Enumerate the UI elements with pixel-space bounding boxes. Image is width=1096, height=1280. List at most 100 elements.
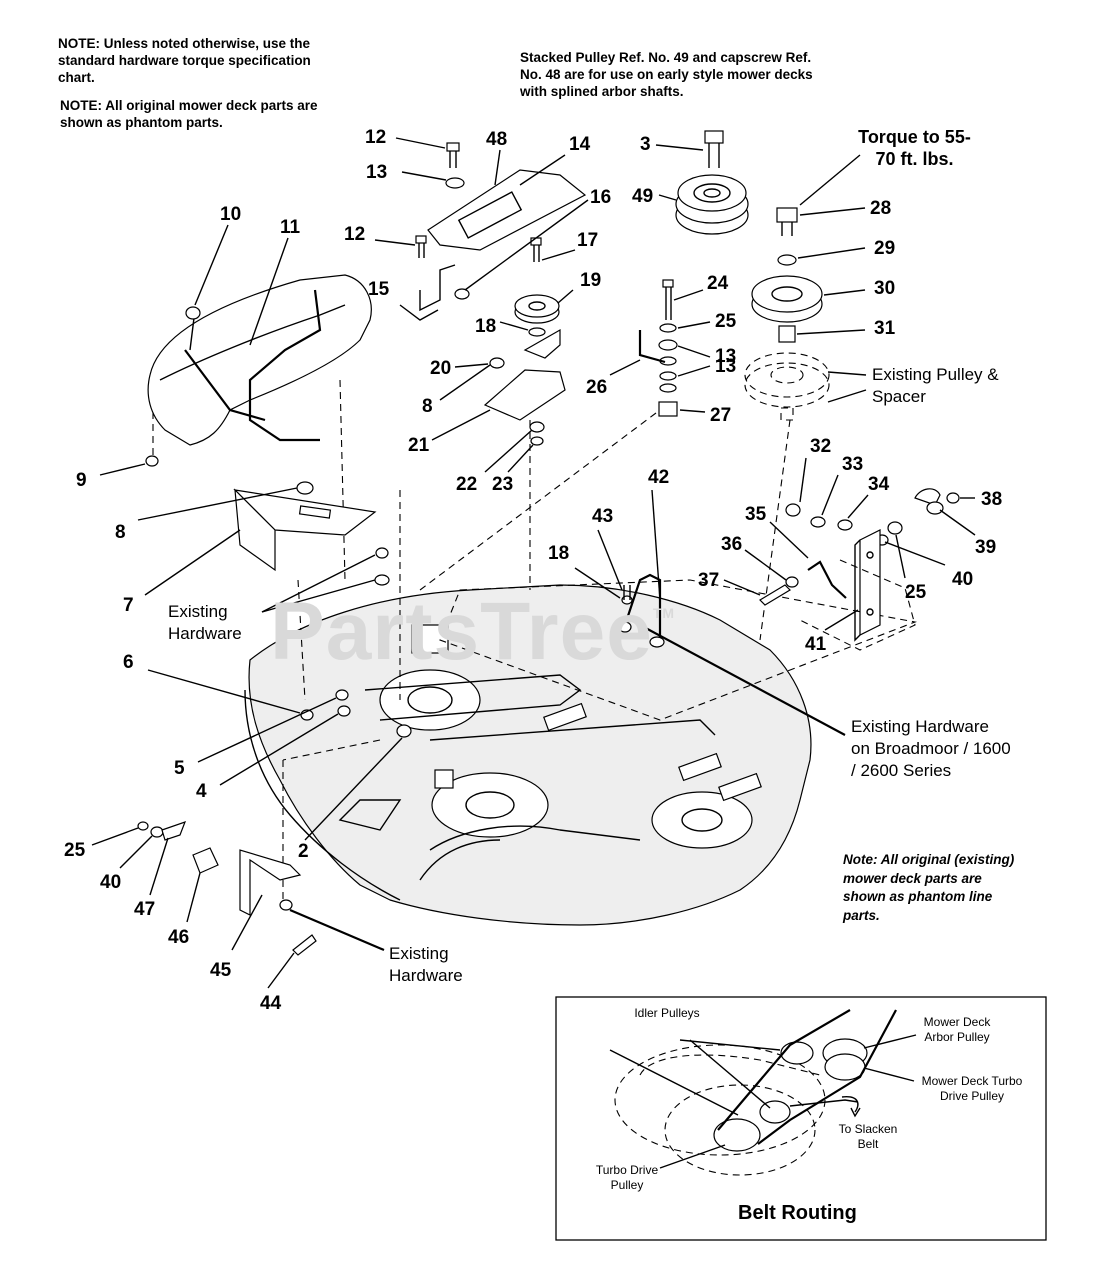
- callout-existing-hardware-broadmoor: Existing Hardware on Broadmoor / 1600 / …: [851, 717, 1011, 780]
- part-number: 12: [344, 224, 365, 245]
- part-number: 13: [366, 162, 387, 183]
- part-number: 46: [168, 927, 189, 948]
- part-number: 27: [710, 405, 731, 426]
- part-number: 49: [632, 186, 653, 207]
- part-number: 20: [430, 358, 451, 379]
- part-number: 11: [280, 217, 301, 238]
- part-number: 34: [868, 474, 890, 495]
- bolt-12-top: [445, 142, 465, 189]
- nut-4: [337, 705, 351, 717]
- label-arbor-pulley: Mower Deck Arbor Pulley: [923, 1015, 991, 1044]
- part-number: 21: [408, 435, 430, 456]
- existing-pulley: [744, 352, 830, 421]
- phantom-line-c: [759, 419, 791, 641]
- arbor-pulley-30: [751, 207, 823, 343]
- part-number: 40: [100, 872, 121, 893]
- part-number: 12: [365, 127, 386, 148]
- bolt-12-mid: [415, 235, 427, 258]
- note-torque: Torque to 55-70 ft. lbs.: [858, 127, 971, 169]
- nut-existing-2: [374, 574, 390, 586]
- phantom-line-d: [419, 409, 661, 591]
- part-number: 4: [196, 781, 207, 802]
- nut-2: [396, 724, 412, 738]
- hardware-32-41: [759, 488, 960, 651]
- part-number: 36: [721, 534, 742, 555]
- part-number: 10: [220, 204, 241, 225]
- part-number: 19: [580, 270, 601, 291]
- part-number: 8: [422, 396, 433, 417]
- nut-10: [185, 306, 201, 320]
- plate-14: [399, 169, 587, 321]
- part-number: 25: [64, 840, 86, 861]
- watermark-tm: TM: [652, 605, 676, 621]
- callout-existing-hardware-upper: Existing Hardware: [168, 602, 242, 643]
- part-number: 7: [123, 595, 134, 616]
- part-number: 48: [486, 129, 507, 150]
- stacked-pulley-49: [675, 130, 749, 235]
- phantom-line-i: [297, 579, 306, 701]
- part-number: 13: [715, 356, 736, 377]
- callout-existing-hardware-lower: Existing Hardware: [389, 944, 463, 985]
- watermark-text: PartsTree: [270, 586, 653, 677]
- callout-existing-pulley: Existing Pulley & Spacer: [872, 365, 999, 406]
- nut-16: [454, 288, 470, 300]
- part-number: 9: [76, 470, 87, 491]
- phantom-outline-right: [439, 579, 918, 721]
- part-number: 33: [842, 454, 863, 475]
- phantom-line-g: [282, 739, 381, 761]
- part-number: 43: [592, 506, 613, 527]
- label-turbo-drive-deck: Mower Deck Turbo Drive Pulley: [921, 1074, 1023, 1103]
- part-number: 32: [810, 436, 831, 457]
- watermark: PartsTreeTM: [270, 585, 675, 679]
- part-number: 17: [577, 230, 598, 251]
- label-slacken: To Slacken Belt: [838, 1122, 898, 1151]
- part-number: 38: [981, 489, 1002, 510]
- part-number: 31: [874, 318, 896, 339]
- part-number: 18: [548, 543, 569, 564]
- part-number: 26: [586, 377, 607, 398]
- part-number: 25: [905, 582, 927, 603]
- part-number: 28: [870, 198, 891, 219]
- label-turbo-drive: Turbo Drive Pulley: [595, 1163, 659, 1192]
- note-phantom-line: Note: All original (existing) mower deck…: [843, 852, 1015, 923]
- part-number: 47: [134, 899, 155, 920]
- part-number: 45: [210, 960, 232, 981]
- idler-pulley-19: [483, 237, 566, 446]
- hardware-44-47: [137, 821, 317, 956]
- part-number: 24: [707, 273, 729, 294]
- part-number: 37: [698, 570, 719, 591]
- mower-deck: [244, 584, 812, 926]
- nut-5: [335, 689, 349, 701]
- part-number: 3: [640, 134, 651, 155]
- part-number: 18: [475, 316, 496, 337]
- belt-routing-inset: [555, 996, 1047, 1241]
- part-number: 16: [590, 187, 611, 208]
- part-number: 8: [115, 522, 126, 543]
- part-number: 13: [715, 346, 736, 367]
- part-number: 25: [715, 311, 737, 332]
- part-number: 35: [745, 504, 767, 525]
- part-numbers: 12 48 14 13 16 10 11 12 15 3 49 28 29 30…: [64, 127, 1002, 1057]
- part-number: 6: [123, 652, 134, 673]
- bracket-7: [233, 488, 377, 572]
- note-stacked-pulley: Stacked Pulley Ref. No. 49 and capscrew …: [520, 50, 813, 99]
- part-number: 15: [368, 279, 390, 300]
- phantom-line-e: [339, 379, 346, 581]
- note-hardware-torque: NOTE: Unless noted otherwise, use the st…: [58, 36, 311, 85]
- part-number: 40: [952, 569, 973, 590]
- part-number: 39: [975, 537, 996, 558]
- deck-cover: [147, 274, 372, 446]
- part-number: 5: [174, 758, 185, 779]
- part-number: 41: [805, 634, 827, 655]
- belt-routing-title: Belt Routing: [738, 1202, 857, 1224]
- nut-8-lower: [296, 481, 314, 495]
- part-number: 42: [648, 467, 669, 488]
- leader-lines: [91, 137, 976, 989]
- bolt-24-stack: [638, 279, 678, 417]
- part-number: 2: [298, 841, 309, 862]
- part-number: 14: [569, 134, 591, 155]
- part-number: 23: [492, 474, 513, 495]
- part-number: 29: [874, 238, 895, 259]
- part-number: 22: [456, 474, 477, 495]
